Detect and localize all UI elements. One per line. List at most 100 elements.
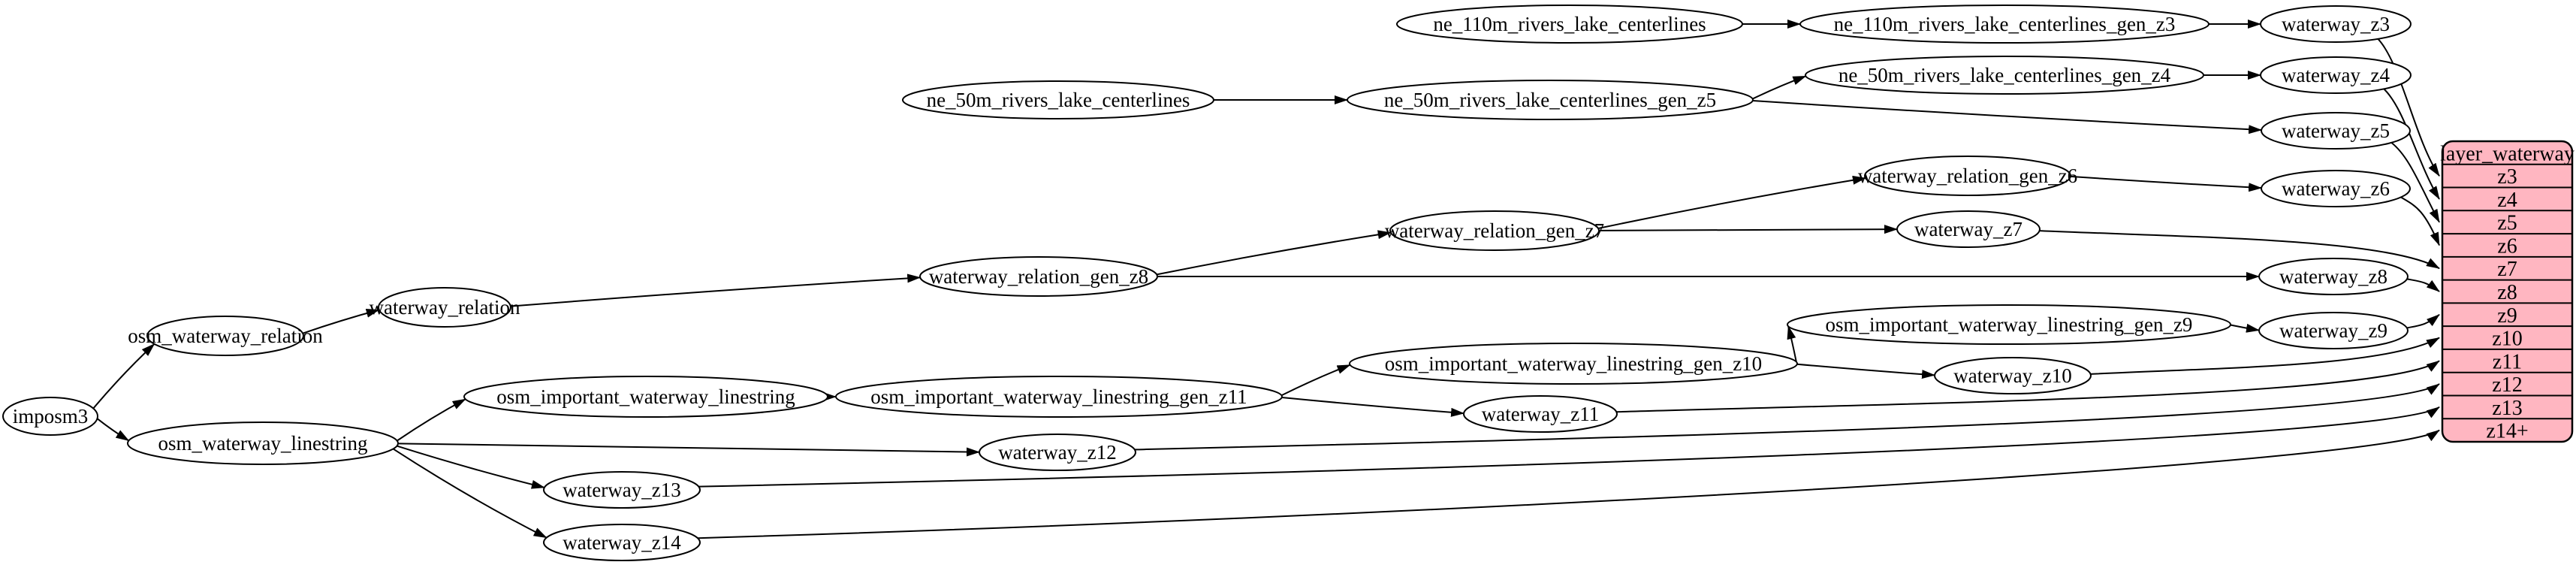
edge-waterway_z7-to-layer_waterway-z7 [2039, 230, 2440, 270]
table-row-z11: z11 [2493, 350, 2522, 373]
node-label-imposm3: imposm3 [13, 405, 89, 428]
node-label-waterway_relation_gen_z7: waterway_relation_gen_z7 [1385, 219, 1604, 242]
edge-ne_50m_rivers_lake_centerlines_gen_z5-to-ne_50m_rivers_lake_centerlines_gen_z4 [1752, 75, 1807, 100]
node-waterway_relation_gen_z8: waterway_relation_gen_z8 [919, 256, 1158, 297]
table-row-z7: z7 [2497, 258, 2517, 281]
node-label-waterway_relation_gen_z8: waterway_relation_gen_z8 [929, 265, 1148, 288]
table-row-label: z11 [2493, 350, 2522, 373]
edge-waterway_relation_gen_z6-to-waterway_z6 [2070, 175, 2263, 192]
table-row-z5: z5 [2497, 212, 2517, 235]
table-row-z10: z10 [2492, 328, 2522, 351]
node-osm_important_waterway_linestring: osm_important_waterway_linestring [463, 376, 828, 418]
node-label-osm_important_waterway_linestring_gen_z11: osm_important_waterway_linestring_gen_z1… [870, 385, 1247, 408]
node-label-ne_50m_rivers_lake_centerlines: ne_50m_rivers_lake_centerlines [927, 89, 1190, 111]
node-label-ne_110m_rivers_lake_centerlines: ne_110m_rivers_lake_centerlines [1433, 13, 1706, 35]
table-row-z4: z4 [2497, 189, 2517, 212]
edge-waterway_z9-to-layer_waterway-z9 [2406, 313, 2440, 329]
edge-osm_important_waterway_linestring_gen_z11-to-waterway_z11 [1281, 396, 1465, 417]
node-waterway_z8: waterway_z8 [2258, 258, 2409, 295]
table-row-z9: z9 [2497, 304, 2517, 328]
table-row-label: z6 [2497, 234, 2517, 258]
edge-osm_waterway_linestring-to-waterway_z13 [397, 445, 545, 489]
node-waterway_z12: waterway_z12 [979, 434, 1136, 471]
edge-waterway_z14-to-layer_waterway-z14+ [697, 429, 2440, 539]
node-waterway_z14: waterway_z14 [543, 524, 701, 561]
node-ne_50m_rivers_lake_centerlines: ne_50m_rivers_lake_centerlines [902, 80, 1214, 119]
node-label-osm_important_waterway_linestring: osm_important_waterway_linestring [496, 385, 795, 408]
node-label-waterway_z11: waterway_z11 [1482, 403, 1599, 425]
node-label-waterway_z12: waterway_z12 [998, 441, 1116, 464]
table-row-z3: z3 [2497, 165, 2517, 189]
node-waterway_relation: waterway_relation [370, 287, 520, 328]
table-row-label: z9 [2497, 304, 2517, 328]
node-label-waterway_relation: waterway_relation [370, 296, 520, 319]
edge-waterway_z13-to-layer_waterway-z13 [698, 406, 2440, 488]
edge-osm_waterway_relation-to-waterway_relation [302, 309, 380, 334]
node-label-waterway_z6: waterway_z6 [2282, 177, 2390, 200]
edge-waterway_z8-to-layer_waterway-z8 [2406, 278, 2440, 292]
table-row-label: z7 [2497, 258, 2517, 281]
edge-waterway_relation_gen_z7-to-waterway_z7 [1598, 225, 1898, 234]
edge-imposm3-to-osm_waterway_linestring [96, 418, 130, 442]
layer-waterway-table: layer_waterwayz3z4z5z6z7z8z9z10z11z12z13… [2440, 140, 2574, 443]
table-row-label: z3 [2497, 165, 2517, 189]
table-row-z8: z8 [2497, 281, 2517, 304]
node-label-ne_110m_rivers_lake_centerlines_gen_z3: ne_110m_rivers_lake_centerlines_gen_z3 [1834, 13, 2176, 35]
node-label-waterway_z3: waterway_z3 [2282, 13, 2390, 35]
edge-waterway_z11-to-layer_waterway-z11 [1616, 360, 2440, 413]
node-label-osm_important_waterway_linestring_gen_z10: osm_important_waterway_linestring_gen_z1… [1385, 352, 1762, 375]
edge-ne_50m_rivers_lake_centerlines_gen_z5-to-waterway_z5 [1752, 100, 2263, 134]
node-osm_waterway_relation: osm_waterway_relation [128, 316, 323, 356]
edge-osm_important_waterway_linestring_gen_z10-to-osm_important_waterway_linestring_gen_z9 [1787, 325, 1797, 362]
node-label-waterway_z4: waterway_z4 [2282, 64, 2390, 86]
node-layer: imposm3 osm_waterway_relation osm_waterway… [2, 5, 2412, 561]
node-label-osm_waterway_linestring: osm_waterway_linestring [158, 432, 368, 455]
node-osm_waterway_linestring: osm_waterway_linestring [127, 421, 399, 465]
table-row-z14+: z14+ [2486, 420, 2528, 443]
node-label-waterway_relation_gen_z6: waterway_relation_gen_z6 [1858, 165, 2077, 187]
edge-osm_important_waterway_linestring_gen_z10-to-waterway_z10 [1796, 363, 1936, 379]
edge-waterway_z3-to-layer_waterway-z3 [2377, 38, 2440, 177]
edge-osm_important_waterway_linestring_gen_z9-to-waterway_z9 [2230, 323, 2261, 333]
edge-waterway_relation-to-waterway_relation_gen_z8 [510, 273, 922, 307]
node-ne_50m_rivers_lake_centerlines_gen_z4: ne_50m_rivers_lake_centerlines_gen_z4 [1805, 56, 2204, 95]
node-waterway_z9: waterway_z9 [2258, 312, 2409, 349]
node-osm_important_waterway_linestring_gen_z10: osm_important_waterway_linestring_gen_z1… [1349, 343, 1798, 385]
table-row-z13: z13 [2492, 397, 2522, 420]
table-row-label: z10 [2492, 328, 2522, 351]
node-waterway_z3: waterway_z3 [2260, 5, 2412, 43]
node-waterway_z6: waterway_z6 [2261, 170, 2411, 207]
node-waterway_z11: waterway_z11 [1463, 395, 1618, 433]
edge-waterway_z6-to-layer_waterway-z6 [2400, 196, 2440, 246]
node-label-waterway_z14: waterway_z14 [563, 531, 681, 554]
node-waterway_relation_gen_z6: waterway_relation_gen_z6 [1858, 156, 2077, 196]
node-waterway_z4: waterway_z4 [2260, 56, 2412, 94]
edge-layer [92, 20, 2440, 539]
edge-waterway_z4-to-layer_waterway-z4 [2383, 88, 2440, 200]
node-waterway_z10: waterway_z10 [1934, 357, 2092, 394]
node-label-waterway_z7: waterway_z7 [1914, 218, 2022, 240]
node-label-waterway_z10: waterway_z10 [1953, 364, 2071, 387]
table-row-label: z4 [2497, 189, 2517, 212]
table-row-label: z5 [2497, 212, 2517, 235]
node-osm_important_waterway_linestring_gen_z11: osm_important_waterway_linestring_gen_z1… [835, 376, 1283, 418]
node-label-ne_50m_rivers_lake_centerlines_gen_z5: ne_50m_rivers_lake_centerlines_gen_z5 [1384, 89, 1716, 111]
node-label-waterway_z13: waterway_z13 [563, 479, 680, 501]
edge-osm_waterway_linestring-to-osm_important_waterway_linestring [397, 398, 466, 442]
edge-waterway_relation_gen_z7-to-waterway_relation_gen_z6 [1597, 175, 1866, 229]
node-waterway_z13: waterway_z13 [543, 471, 701, 509]
node-label-waterway_z5: waterway_z5 [2282, 119, 2390, 142]
table-row-label: z13 [2492, 397, 2522, 420]
node-imposm3: imposm3 [2, 397, 98, 436]
table-row-label: z8 [2497, 281, 2517, 304]
table-row-label: z14+ [2486, 420, 2528, 443]
edge-waterway_z12-to-layer_waterway-z12 [1134, 383, 2440, 451]
node-waterway_relation_gen_z7: waterway_relation_gen_z7 [1385, 210, 1604, 251]
table-row-z6: z6 [2497, 234, 2517, 258]
edge-waterway_z5-to-layer_waterway-z5 [2390, 142, 2440, 223]
node-ne_50m_rivers_lake_centerlines_gen_z5: ne_50m_rivers_lake_centerlines_gen_z5 [1347, 80, 1754, 120]
node-label-osm_waterway_relation: osm_waterway_relation [128, 325, 323, 347]
node-osm_important_waterway_linestring_gen_z9: osm_important_waterway_linestring_gen_z9 [1787, 304, 2231, 345]
